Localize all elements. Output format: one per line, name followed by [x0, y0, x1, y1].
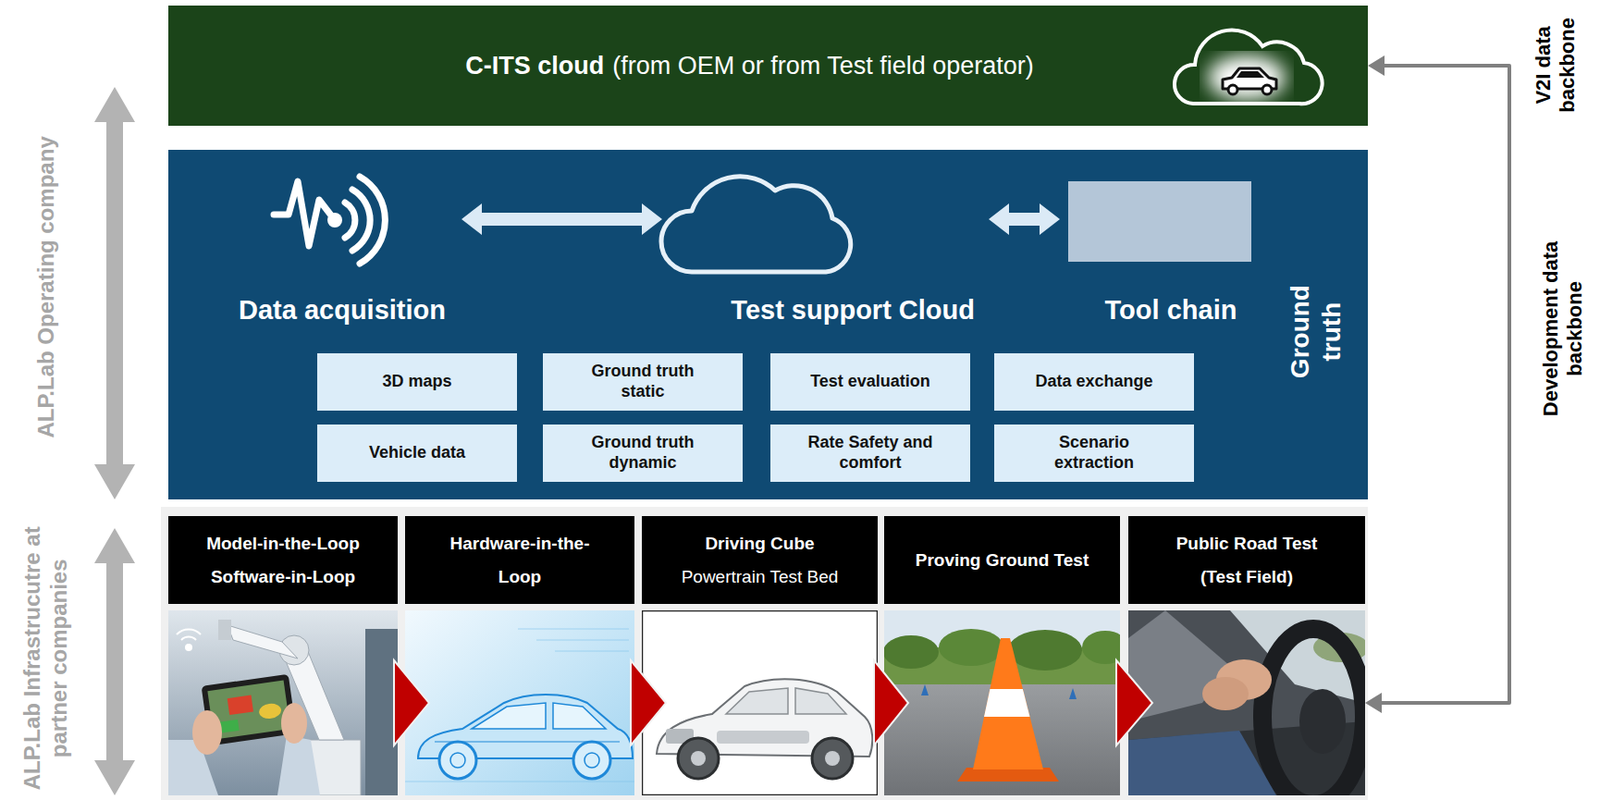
- flow-arrow: [1116, 660, 1153, 746]
- side-label-holder: ALP.Lab Operating company: [33, 83, 61, 491]
- side-label-holder: ALP.Lab Infrastrucutre at partner compan…: [19, 519, 74, 798]
- connector: [1116, 660, 1153, 746]
- backbone-label: V2I data backbone: [1531, 3, 1581, 126]
- wireframe-car-photo: [405, 610, 635, 796]
- band-title: C-ITS cloud: [465, 51, 604, 81]
- scope-arrow: [94, 86, 136, 500]
- header-bar: Hardware-in-the- Loop: [405, 516, 635, 604]
- panel-label-holder: Ground truth: [1284, 270, 1347, 392]
- band-subtitle: (from OEM or from Test field operator): [612, 51, 1034, 81]
- component-label: Data acquisition: [226, 162, 458, 335]
- side-label: ALP.Lab Infrastrucutre at partner compan…: [19, 519, 74, 798]
- backbone-label-holder: V2I data backbone: [1531, 3, 1581, 126]
- backbone-line: [1378, 65, 1510, 703]
- service-name: Ground truth dynamic: [573, 432, 713, 473]
- service-box: Ground truth static: [542, 353, 743, 411]
- service-name: Vehicle data: [369, 443, 466, 464]
- connector: [630, 660, 666, 746]
- service-name: Scenario extraction: [1024, 432, 1164, 473]
- tool-chain-panel: [1068, 181, 1252, 262]
- service-box: Test evaluation: [770, 353, 971, 411]
- header-bar: Driving CubePowertrain Test Bed: [641, 516, 878, 604]
- service-box: Ground truth dynamic: [542, 424, 743, 482]
- service-name: Rate Safety and comfort: [791, 432, 949, 473]
- component-name: Data acquisition: [238, 295, 446, 326]
- backbone-label: Development data backbone: [1538, 217, 1588, 440]
- stage-title: Public Road Test (Test Field): [1158, 527, 1335, 594]
- service-box: Data exchange: [994, 353, 1194, 411]
- service-box: 3D maps: [317, 353, 517, 411]
- service-box: Vehicle data: [317, 424, 517, 482]
- service-box: Rate Safety and comfort: [770, 424, 971, 482]
- arrow-head: [1365, 692, 1382, 714]
- service-box: Scenario extraction: [994, 424, 1194, 482]
- service-name: 3D maps: [381, 371, 452, 393]
- panel-label: Ground truth: [1284, 270, 1347, 392]
- cone-photo: [884, 610, 1120, 796]
- stage-title: Driving Cube: [704, 527, 814, 561]
- header-bar: Proving Ground Test: [884, 516, 1120, 604]
- powertrain-car-photo: [642, 611, 878, 796]
- stage-title: Model-in-the-Loop Software-in-Loop: [190, 527, 376, 594]
- arrow-head: [1367, 55, 1385, 76]
- component-name: Test support Cloud: [730, 295, 975, 326]
- service-name: Ground truth static: [573, 361, 713, 402]
- scope-arrow: [94, 528, 136, 796]
- service-name: Test evaluation: [810, 371, 931, 393]
- flow-arrow: [630, 660, 666, 746]
- stage-subtitle: Powertrain Test Bed: [681, 560, 839, 594]
- flow-arrow: [873, 660, 909, 746]
- connector: [393, 660, 430, 746]
- driver-photo: [1128, 610, 1366, 796]
- connector: [873, 660, 909, 746]
- header-bar: Model-in-the-Loop Software-in-Loop: [168, 516, 398, 604]
- stage-title: Proving Ground Test: [915, 543, 1090, 578]
- header-bar: Public Road Test (Test Field): [1128, 516, 1366, 604]
- service-name: Data exchange: [1034, 371, 1153, 393]
- component-name: Tool chain: [1105, 295, 1238, 326]
- robot-photo: [168, 610, 398, 796]
- side-label: ALP.Lab Operating company: [33, 83, 61, 491]
- component-label: Test support Cloud: [665, 162, 985, 335]
- backbone-label-holder: Development data backbone: [1538, 217, 1588, 440]
- stage-title: Hardware-in-the- Loop: [436, 527, 604, 594]
- connector: [1365, 55, 1510, 714]
- flow-arrow: [393, 660, 430, 746]
